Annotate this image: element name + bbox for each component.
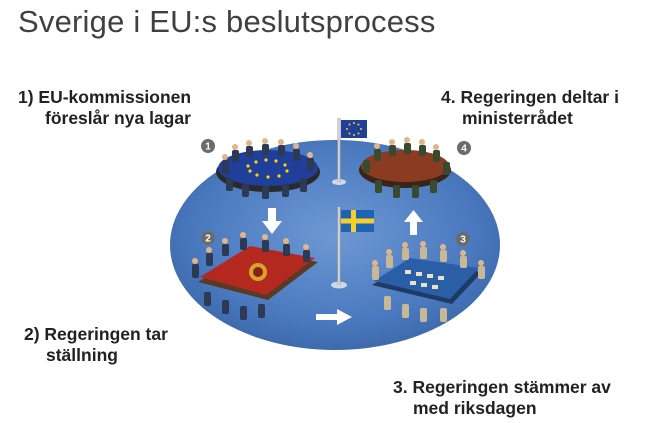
svg-text:2: 2 xyxy=(205,234,211,245)
council-table xyxy=(359,137,451,198)
svg-text:4: 4 xyxy=(461,144,467,155)
government-table xyxy=(192,232,318,320)
step-3-line-1: 3. Regeringen stämmer av xyxy=(393,377,611,397)
step-2-line-2: ställning xyxy=(46,345,118,365)
step-4-label: 4. Regeringen deltar i ministerrådet xyxy=(441,87,619,129)
step-3-label: 3. Regeringen stämmer av med riksdagen xyxy=(393,377,611,419)
step-1-line-2: föreslår nya lagar xyxy=(45,108,191,128)
step-4-line-2: ministerrådet xyxy=(462,108,573,128)
step-1-label: 1) EU-kommissionen föreslår nya lagar xyxy=(18,87,191,129)
arrow-down-icon xyxy=(262,208,282,234)
step-badge-1: 1 xyxy=(201,139,215,153)
page-title: Sverige i EU:s beslutsprocess xyxy=(18,4,436,39)
step-4-line-1: 4. Regeringen deltar i xyxy=(441,87,619,107)
step-2-line-1: 2) Regeringen tar xyxy=(24,324,168,344)
arrow-up-icon xyxy=(404,210,423,235)
svg-text:1: 1 xyxy=(205,142,211,153)
step-badge-4: 4 xyxy=(457,141,471,155)
arrow-right-icon xyxy=(316,309,352,325)
step-2-label: 2) Regeringen tar ställning xyxy=(24,324,168,366)
swedish-flag-icon xyxy=(331,207,374,289)
eu-commission-table xyxy=(216,138,320,199)
riksdag-table xyxy=(372,241,485,322)
svg-text:3: 3 xyxy=(460,235,466,246)
step-badge-3: 3 xyxy=(456,232,470,246)
step-badge-2: 2 xyxy=(201,231,215,245)
step-1-line-1: 1) EU-kommissionen xyxy=(18,87,192,107)
step-3-line-2: med riksdagen xyxy=(413,398,537,418)
eu-flag-icon xyxy=(332,118,367,185)
